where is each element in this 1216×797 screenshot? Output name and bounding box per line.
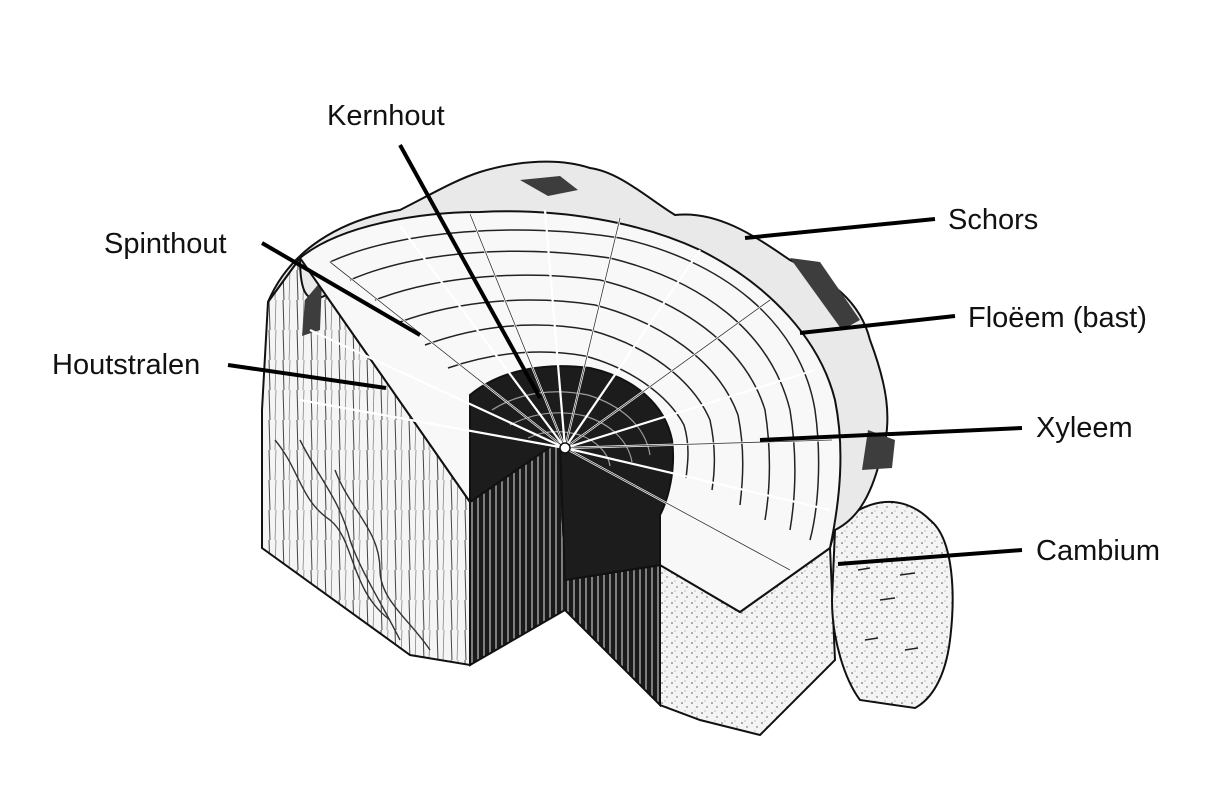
floeem-leader (799, 314, 956, 335)
bark-flap-marks (857, 567, 919, 651)
bark-dark-patch (302, 280, 322, 336)
bark-dark-patch (790, 258, 860, 330)
pith (559, 442, 571, 454)
schors-leader (744, 217, 936, 240)
spinthout-leader (260, 241, 422, 337)
label-cambium: Cambium (1036, 535, 1160, 567)
label-xyleem: Xyleem (1036, 412, 1133, 444)
label-spinthout: Spinthout (104, 228, 227, 260)
bark-dark-patch (520, 176, 578, 196)
houtstralen-leader (227, 363, 387, 390)
xyleem-leader (759, 426, 1023, 442)
label-kernhout: Kernhout (327, 100, 445, 132)
bark-dark-patch (862, 430, 895, 470)
labels: Kernhout Spinthout Houtstralen Schors Fl… (52, 100, 1160, 567)
kernhout-leader (398, 144, 542, 399)
heartwood-rings (491, 391, 651, 467)
label-houtstralen: Houtstralen (52, 349, 200, 381)
left-face-grain (274, 439, 431, 651)
bark-flap (830, 500, 954, 710)
wood-rays-outline (329, 213, 833, 571)
label-schors: Schors (948, 204, 1038, 236)
trunk-illustration (261, 160, 954, 737)
leader-lines (227, 144, 1023, 566)
label-floeem: Floëem (bast) (968, 302, 1147, 334)
cambium-leader (837, 548, 1023, 566)
